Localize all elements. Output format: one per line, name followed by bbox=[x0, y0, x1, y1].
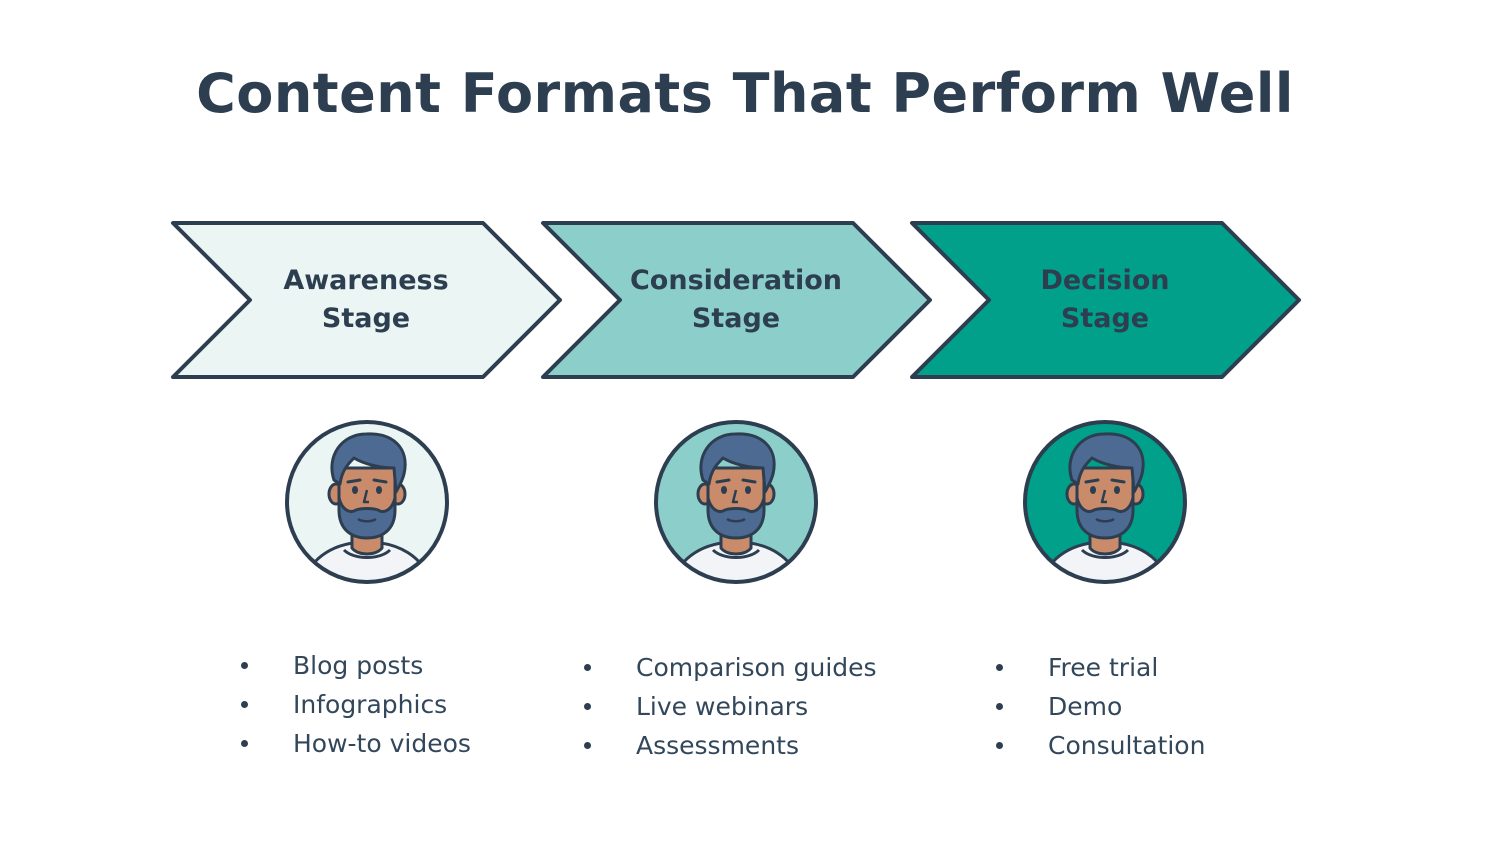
consideration-avatar bbox=[653, 418, 819, 586]
awareness-avatar bbox=[284, 418, 450, 586]
consideration-stage-subtitle: Stage bbox=[691, 303, 781, 334]
bullet-icon bbox=[996, 742, 1003, 749]
list-item-label: Demo bbox=[1048, 692, 1123, 721]
list-item-label: Blog posts bbox=[293, 651, 424, 680]
list-item-label: Consultation bbox=[1048, 731, 1206, 760]
decision-content-list: Free trial Demo Consultation bbox=[996, 648, 1205, 765]
bullet-icon bbox=[241, 662, 248, 669]
decision-stage-label: Decision Stage bbox=[909, 262, 1301, 338]
list-item-label: Free trial bbox=[1048, 653, 1159, 682]
bullet-icon bbox=[584, 703, 591, 710]
chevron-shape-icon bbox=[171, 221, 562, 379]
list-item: Demo bbox=[996, 687, 1205, 726]
bearded-man-avatar-icon bbox=[285, 420, 449, 584]
list-item: Infographics bbox=[241, 685, 471, 724]
list-item-label: How-to videos bbox=[293, 729, 471, 758]
list-item-label: Comparison guides bbox=[636, 653, 877, 682]
bearded-man-avatar-icon bbox=[1023, 420, 1187, 584]
page-title: Content Formats That Perform Well bbox=[196, 62, 1294, 125]
list-item: Comparison guides bbox=[584, 648, 877, 687]
awareness-stage-title: Awareness bbox=[283, 265, 449, 296]
decision-stage-subtitle: Stage bbox=[1060, 303, 1150, 334]
list-item: Live webinars bbox=[584, 687, 877, 726]
bullet-icon bbox=[996, 664, 1003, 671]
list-item: Blog posts bbox=[241, 646, 471, 685]
bullet-icon bbox=[241, 740, 248, 747]
awareness-stage-chevron: Awareness Stage bbox=[170, 220, 562, 380]
bullet-icon bbox=[584, 664, 591, 671]
consideration-content-list: Comparison guides Live webinars Assessme… bbox=[584, 648, 877, 765]
consideration-stage-title: Consideration bbox=[629, 265, 843, 296]
awareness-content-list: Blog posts Infographics How-to videos bbox=[241, 646, 471, 763]
list-item: How-to videos bbox=[241, 724, 471, 763]
bullet-icon bbox=[996, 703, 1003, 710]
list-item-label: Assessments bbox=[636, 731, 799, 760]
consideration-stage-chevron: Consideration Stage bbox=[540, 220, 932, 380]
bullet-icon bbox=[584, 742, 591, 749]
decision-avatar bbox=[1022, 418, 1188, 586]
list-item: Free trial bbox=[996, 648, 1205, 687]
list-item: Consultation bbox=[996, 726, 1205, 765]
consideration-stage-label: Consideration Stage bbox=[540, 262, 932, 338]
list-item-label: Live webinars bbox=[636, 692, 809, 721]
decision-stage-chevron: Decision Stage bbox=[909, 220, 1301, 380]
chevron-shape-icon bbox=[910, 221, 1301, 379]
list-item-label: Infographics bbox=[293, 690, 448, 719]
bullet-icon bbox=[241, 701, 248, 708]
bearded-man-avatar-icon bbox=[654, 420, 818, 584]
chevron-shape-icon bbox=[541, 221, 932, 379]
list-item: Assessments bbox=[584, 726, 877, 765]
awareness-stage-label: Awareness Stage bbox=[170, 262, 562, 338]
decision-stage-title: Decision bbox=[1040, 265, 1170, 296]
awareness-stage-subtitle: Stage bbox=[321, 303, 411, 334]
